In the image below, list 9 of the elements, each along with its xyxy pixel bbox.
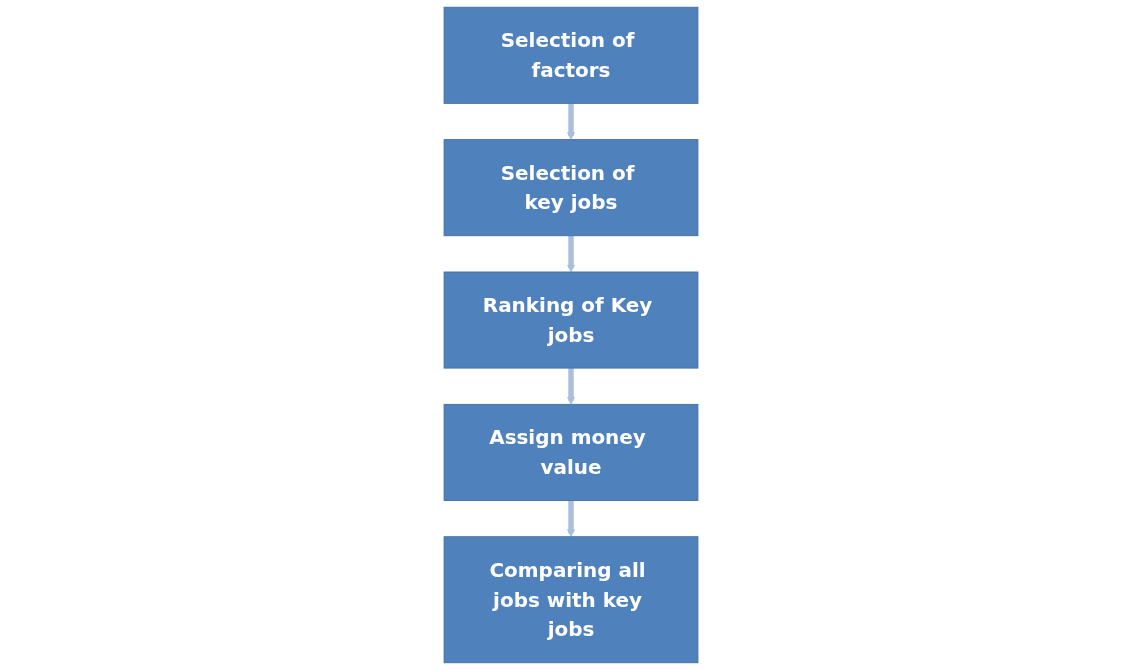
arrow (566, 368, 575, 405)
node-box: Selection of factors (443, 6, 698, 104)
arrow (566, 235, 575, 273)
arrow (566, 500, 575, 538)
node-box: Ranking of Key jobs (443, 271, 698, 369)
node-box: Assign money value (443, 403, 698, 501)
node-box: Selection of key jobs (443, 139, 698, 237)
node-box: Comparing all jobs with key jobs (443, 536, 698, 664)
arrow (566, 103, 575, 140)
